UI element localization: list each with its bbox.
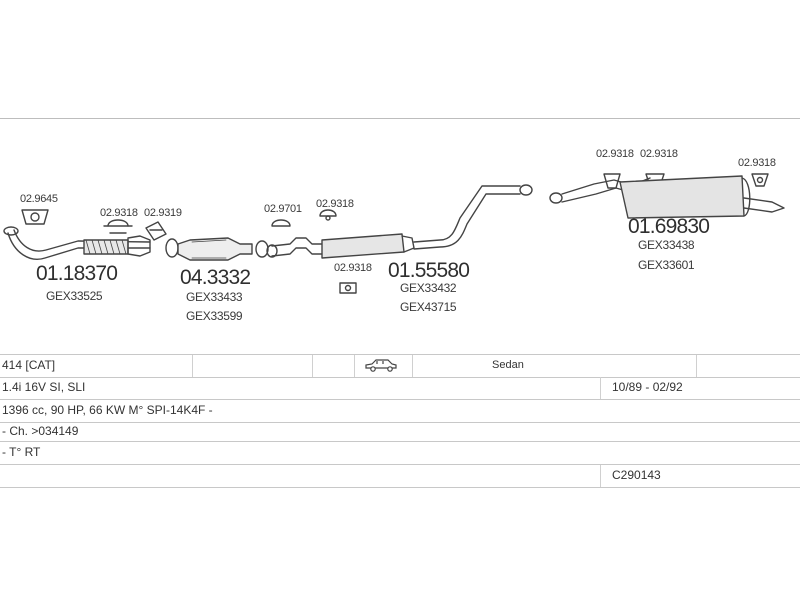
body-type-cell: Sedan	[492, 359, 524, 371]
clamp-3a	[271, 219, 291, 227]
column-divider	[696, 355, 697, 377]
exhaust-drawing	[3, 173, 785, 294]
part3-number: 01.55580	[388, 259, 470, 282]
model-cell: 414 [CAT]	[2, 358, 56, 372]
front-pipe-part	[3, 226, 151, 260]
exhaust-diagram: 02.9645 01.18370 GEX33525 02.9318 02.931…	[0, 118, 800, 358]
type-cell: - T° RT	[2, 445, 41, 459]
column-divider	[354, 355, 355, 377]
table-row: - Ch. >034149	[0, 423, 800, 442]
table-row: 1.4i 16V SI, SLI 10/89 - 02/92	[0, 377, 800, 400]
part2-clamp-a-code: 02.9318	[100, 207, 138, 219]
part3-clamp-b-code: 02.9318	[316, 198, 354, 210]
part3-clamp-a-code: 02.9701	[264, 203, 302, 215]
part3-ref-a: GEX33432	[400, 281, 457, 295]
part1-ref: GEX33525	[46, 289, 103, 303]
part4-clamp-a-code: 02.9318	[596, 148, 634, 160]
clamp-3c	[339, 282, 357, 294]
date-range-cell: 10/89 - 02/92	[612, 380, 683, 394]
middle-silencer-part	[266, 184, 533, 259]
part4-ref-b: GEX33601	[638, 258, 695, 272]
car-sedan-icon	[364, 357, 398, 379]
part3-ref-b: GEX43715	[400, 300, 457, 314]
chassis-cell: - Ch. >034149	[2, 424, 79, 438]
column-divider	[312, 355, 313, 377]
column-divider	[412, 355, 413, 377]
part2-ref-b: GEX33599	[186, 309, 243, 323]
part4-clamp-b-code: 02.9318	[640, 148, 678, 160]
part4-clamp-c-code: 02.9318	[738, 157, 776, 169]
part2-clamp-b-code: 02.9319	[144, 207, 182, 219]
rear-silencer-part	[549, 175, 785, 219]
part2-ref-a: GEX33433	[186, 290, 243, 304]
catalytic-converter-part	[165, 237, 269, 261]
catalog-code-cell: C290143	[612, 468, 661, 482]
column-divider	[192, 355, 193, 377]
column-divider	[600, 377, 601, 399]
table-row: - T° RT	[0, 442, 800, 465]
spec-cell: 1396 cc, 90 HP, 66 KW M° SPI-14K4F -	[2, 403, 213, 417]
engine-cell: 1.4i 16V SI, SLI	[2, 380, 86, 394]
top-divider	[0, 118, 800, 119]
clamp-3b	[319, 209, 337, 221]
part1-clamp-code: 02.9645	[20, 193, 58, 205]
table-row: 414 [CAT] Sedan	[0, 354, 800, 378]
part3-clamp-c-code: 02.9318	[334, 262, 372, 274]
part4-number: 01.69830	[628, 215, 710, 238]
clamp-2a	[103, 219, 133, 234]
gasket-clamp-1	[21, 209, 49, 225]
table-row: 1396 cc, 90 HP, 66 KW M° SPI-14K4F -	[0, 400, 800, 423]
column-divider	[600, 465, 601, 487]
clamp-2b	[145, 221, 167, 241]
part4-ref-a: GEX33438	[638, 238, 695, 252]
table-row: C290143	[0, 465, 800, 488]
part2-number: 04.3332	[180, 266, 251, 289]
part1-number: 01.18370	[36, 262, 118, 285]
clamp-4c	[751, 173, 769, 187]
